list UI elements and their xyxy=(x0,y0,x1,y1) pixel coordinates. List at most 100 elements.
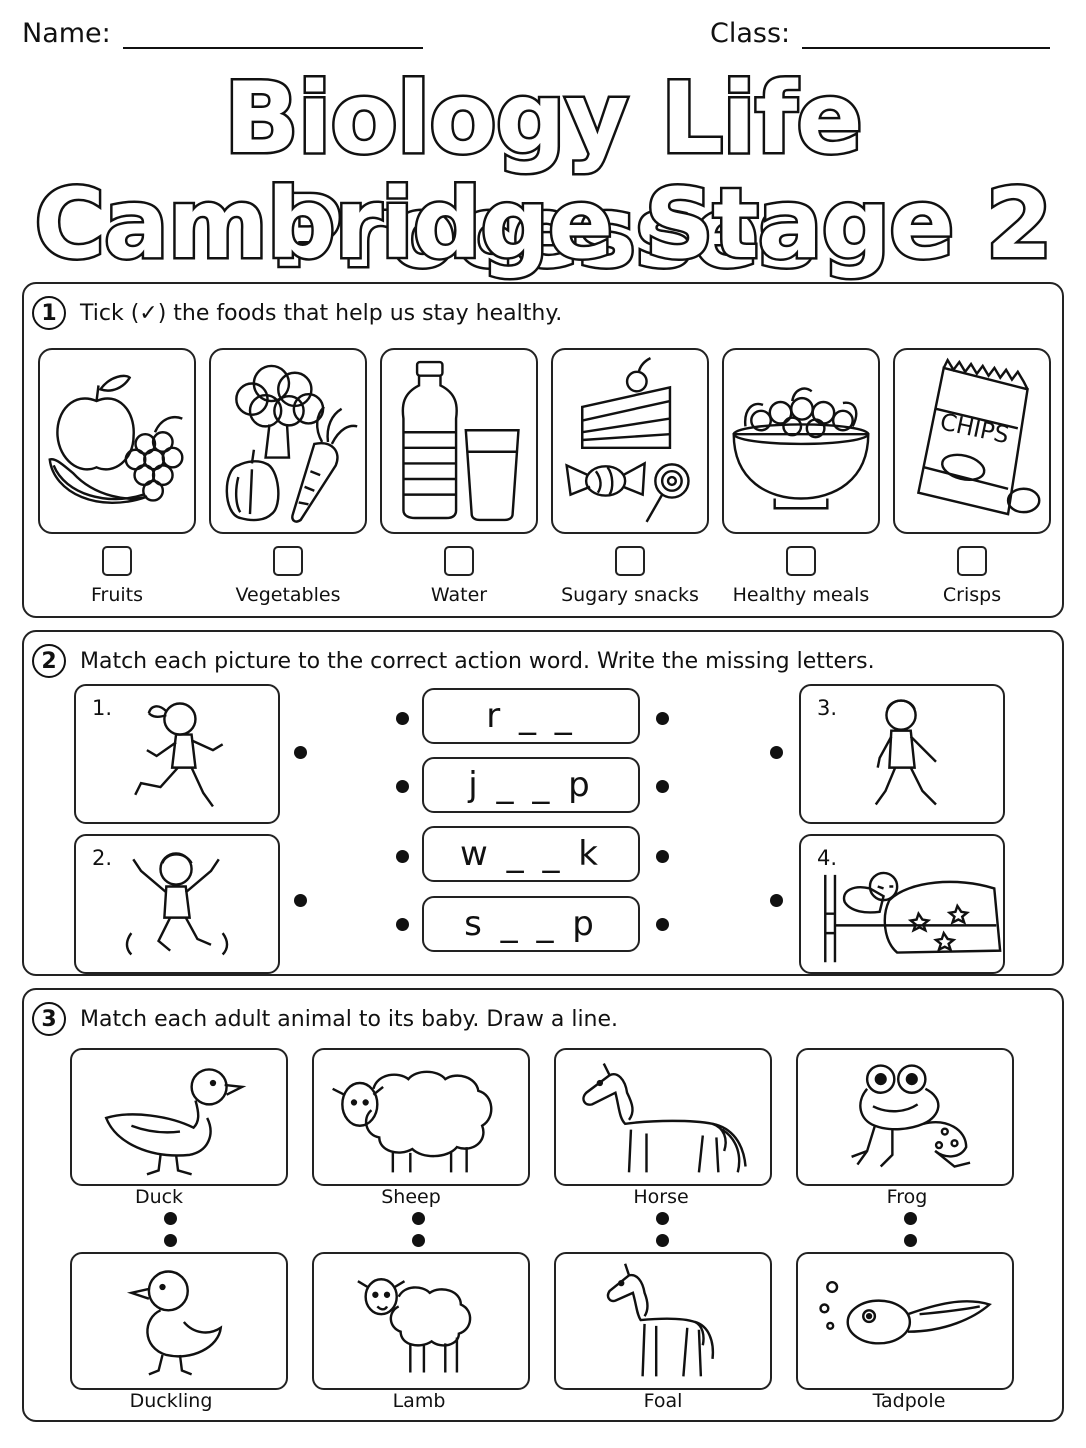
lamb-icon xyxy=(357,1278,472,1373)
match-dot-foal[interactable] xyxy=(656,1234,669,1247)
name-field: Name: xyxy=(22,18,423,49)
food-label: Healthy meals xyxy=(732,584,870,606)
animal-label: Foal xyxy=(643,1390,683,1412)
water-icon xyxy=(401,360,520,522)
picture-card-4: 4. xyxy=(799,834,1005,974)
sugary-snacks-icon xyxy=(565,357,690,523)
match-dot-word-left[interactable] xyxy=(396,780,409,793)
food-card-healthy-meals xyxy=(722,348,880,534)
section2-instruction: Match each picture to the correct action… xyxy=(80,648,875,674)
picture-number: 3. xyxy=(817,696,838,720)
match-dot-frog[interactable] xyxy=(904,1212,917,1225)
food-card-fruits xyxy=(38,348,196,534)
match-dot-sheep[interactable] xyxy=(412,1212,425,1225)
match-dot-picture-2[interactable] xyxy=(294,894,307,907)
match-dot-duck[interactable] xyxy=(164,1212,177,1225)
animal-card-lamb xyxy=(312,1252,530,1390)
duckling-icon xyxy=(126,1270,223,1376)
sheep-icon xyxy=(332,1070,493,1173)
animal-card-horse xyxy=(554,1048,772,1186)
match-dot-duckling[interactable] xyxy=(164,1234,177,1247)
fruits-icon xyxy=(48,374,184,505)
running-girl-icon xyxy=(134,702,224,808)
match-dot-word-right[interactable] xyxy=(656,780,669,793)
checkbox-sugary-snacks[interactable] xyxy=(615,546,645,576)
section-action-words: 2 Match each picture to the correct acti… xyxy=(22,630,1064,976)
match-dot-word-right[interactable] xyxy=(656,850,669,863)
section2-heading: 2 Match each picture to the correct acti… xyxy=(32,644,875,678)
animal-card-tadpole xyxy=(796,1252,1014,1390)
food-label: Vegetables xyxy=(235,584,341,606)
animal-card-duckling xyxy=(70,1252,288,1390)
name-line[interactable] xyxy=(122,21,423,49)
food-label: Sugary snacks xyxy=(561,584,699,606)
duck-icon xyxy=(104,1068,247,1176)
match-dot-tadpole[interactable] xyxy=(904,1234,917,1247)
food-card-water xyxy=(380,348,538,534)
word-box-jump[interactable]: j _ _ p xyxy=(422,757,640,813)
walking-boy-icon xyxy=(874,699,937,806)
animal-card-foal xyxy=(554,1252,772,1390)
word-box-walk[interactable]: w _ _ k xyxy=(422,826,640,882)
animal-label: Frog xyxy=(886,1186,928,1208)
food-card-crisps: CHIPS xyxy=(893,348,1051,534)
name-label: Name: xyxy=(22,18,111,49)
foal-icon xyxy=(606,1263,715,1377)
animal-label: Duckling xyxy=(129,1390,213,1412)
animal-label: Duck xyxy=(134,1186,184,1208)
horse-icon xyxy=(582,1063,747,1173)
match-dot-picture-3[interactable] xyxy=(770,746,783,759)
tadpole-icon xyxy=(819,1280,992,1345)
class-field: Class: xyxy=(710,18,1051,49)
food-card-sugary-snacks xyxy=(551,348,709,534)
checkbox-fruits[interactable] xyxy=(102,546,132,576)
section3-instruction: Match each adult animal to its baby. Dra… xyxy=(80,1006,619,1032)
vegetables-icon xyxy=(225,364,358,523)
worksheet-title-line2: Cambridge Stage 2 xyxy=(32,166,1055,283)
match-dot-lamb[interactable] xyxy=(412,1234,425,1247)
match-dot-word-left[interactable] xyxy=(396,850,409,863)
picture-number: 1. xyxy=(92,696,113,720)
section3-heading: 3 Match each adult animal to its baby. D… xyxy=(32,1002,618,1036)
animal-label: Lamb xyxy=(392,1390,446,1412)
section-animal-babies: 3 Match each adult animal to its baby. D… xyxy=(22,988,1064,1422)
match-dot-picture-1[interactable] xyxy=(294,746,307,759)
checkbox-healthy-meals[interactable] xyxy=(786,546,816,576)
animal-label: Horse xyxy=(633,1186,689,1208)
checkbox-water[interactable] xyxy=(444,546,474,576)
crisps-icon: CHIPS xyxy=(916,357,1041,516)
class-line[interactable] xyxy=(802,21,1051,49)
sleeping-child-icon xyxy=(824,871,1002,963)
class-label: Class: xyxy=(710,18,791,49)
food-label: Crisps xyxy=(942,584,1002,606)
match-dot-horse[interactable] xyxy=(656,1212,669,1225)
checkbox-vegetables[interactable] xyxy=(273,546,303,576)
animal-card-frog xyxy=(796,1048,1014,1186)
food-label: Fruits xyxy=(90,584,144,606)
picture-number: 2. xyxy=(92,846,113,870)
match-dot-word-left[interactable] xyxy=(396,918,409,931)
section2-number: 2 xyxy=(32,644,66,678)
picture-number: 4. xyxy=(817,846,838,870)
section3-number: 3 xyxy=(32,1002,66,1036)
checkbox-crisps[interactable] xyxy=(957,546,987,576)
animal-card-sheep xyxy=(312,1048,530,1186)
section1-number: 1 xyxy=(32,296,66,330)
picture-card-1: 1. xyxy=(74,684,280,824)
section1-heading: 1 Tick (✓) the foods that help us stay h… xyxy=(32,296,562,330)
animal-label: Tadpole xyxy=(872,1390,946,1412)
jumping-boy-icon xyxy=(125,852,229,956)
match-dot-word-right[interactable] xyxy=(656,918,669,931)
food-label: Water xyxy=(430,584,488,606)
match-dot-word-left[interactable] xyxy=(396,712,409,725)
frog-icon xyxy=(851,1064,971,1168)
word-box-run[interactable]: r _ _ xyxy=(422,688,640,744)
word-box-sleep[interactable]: s _ _ p xyxy=(422,896,640,952)
chips-label: CHIPS xyxy=(938,407,1012,449)
match-dot-picture-4[interactable] xyxy=(770,894,783,907)
picture-card-3: 3. xyxy=(799,684,1005,824)
healthy-meal-icon xyxy=(732,387,870,510)
animal-card-duck xyxy=(70,1048,288,1186)
match-dot-word-right[interactable] xyxy=(656,712,669,725)
worksheet-title-line1: Biology Life Processes xyxy=(222,60,866,293)
